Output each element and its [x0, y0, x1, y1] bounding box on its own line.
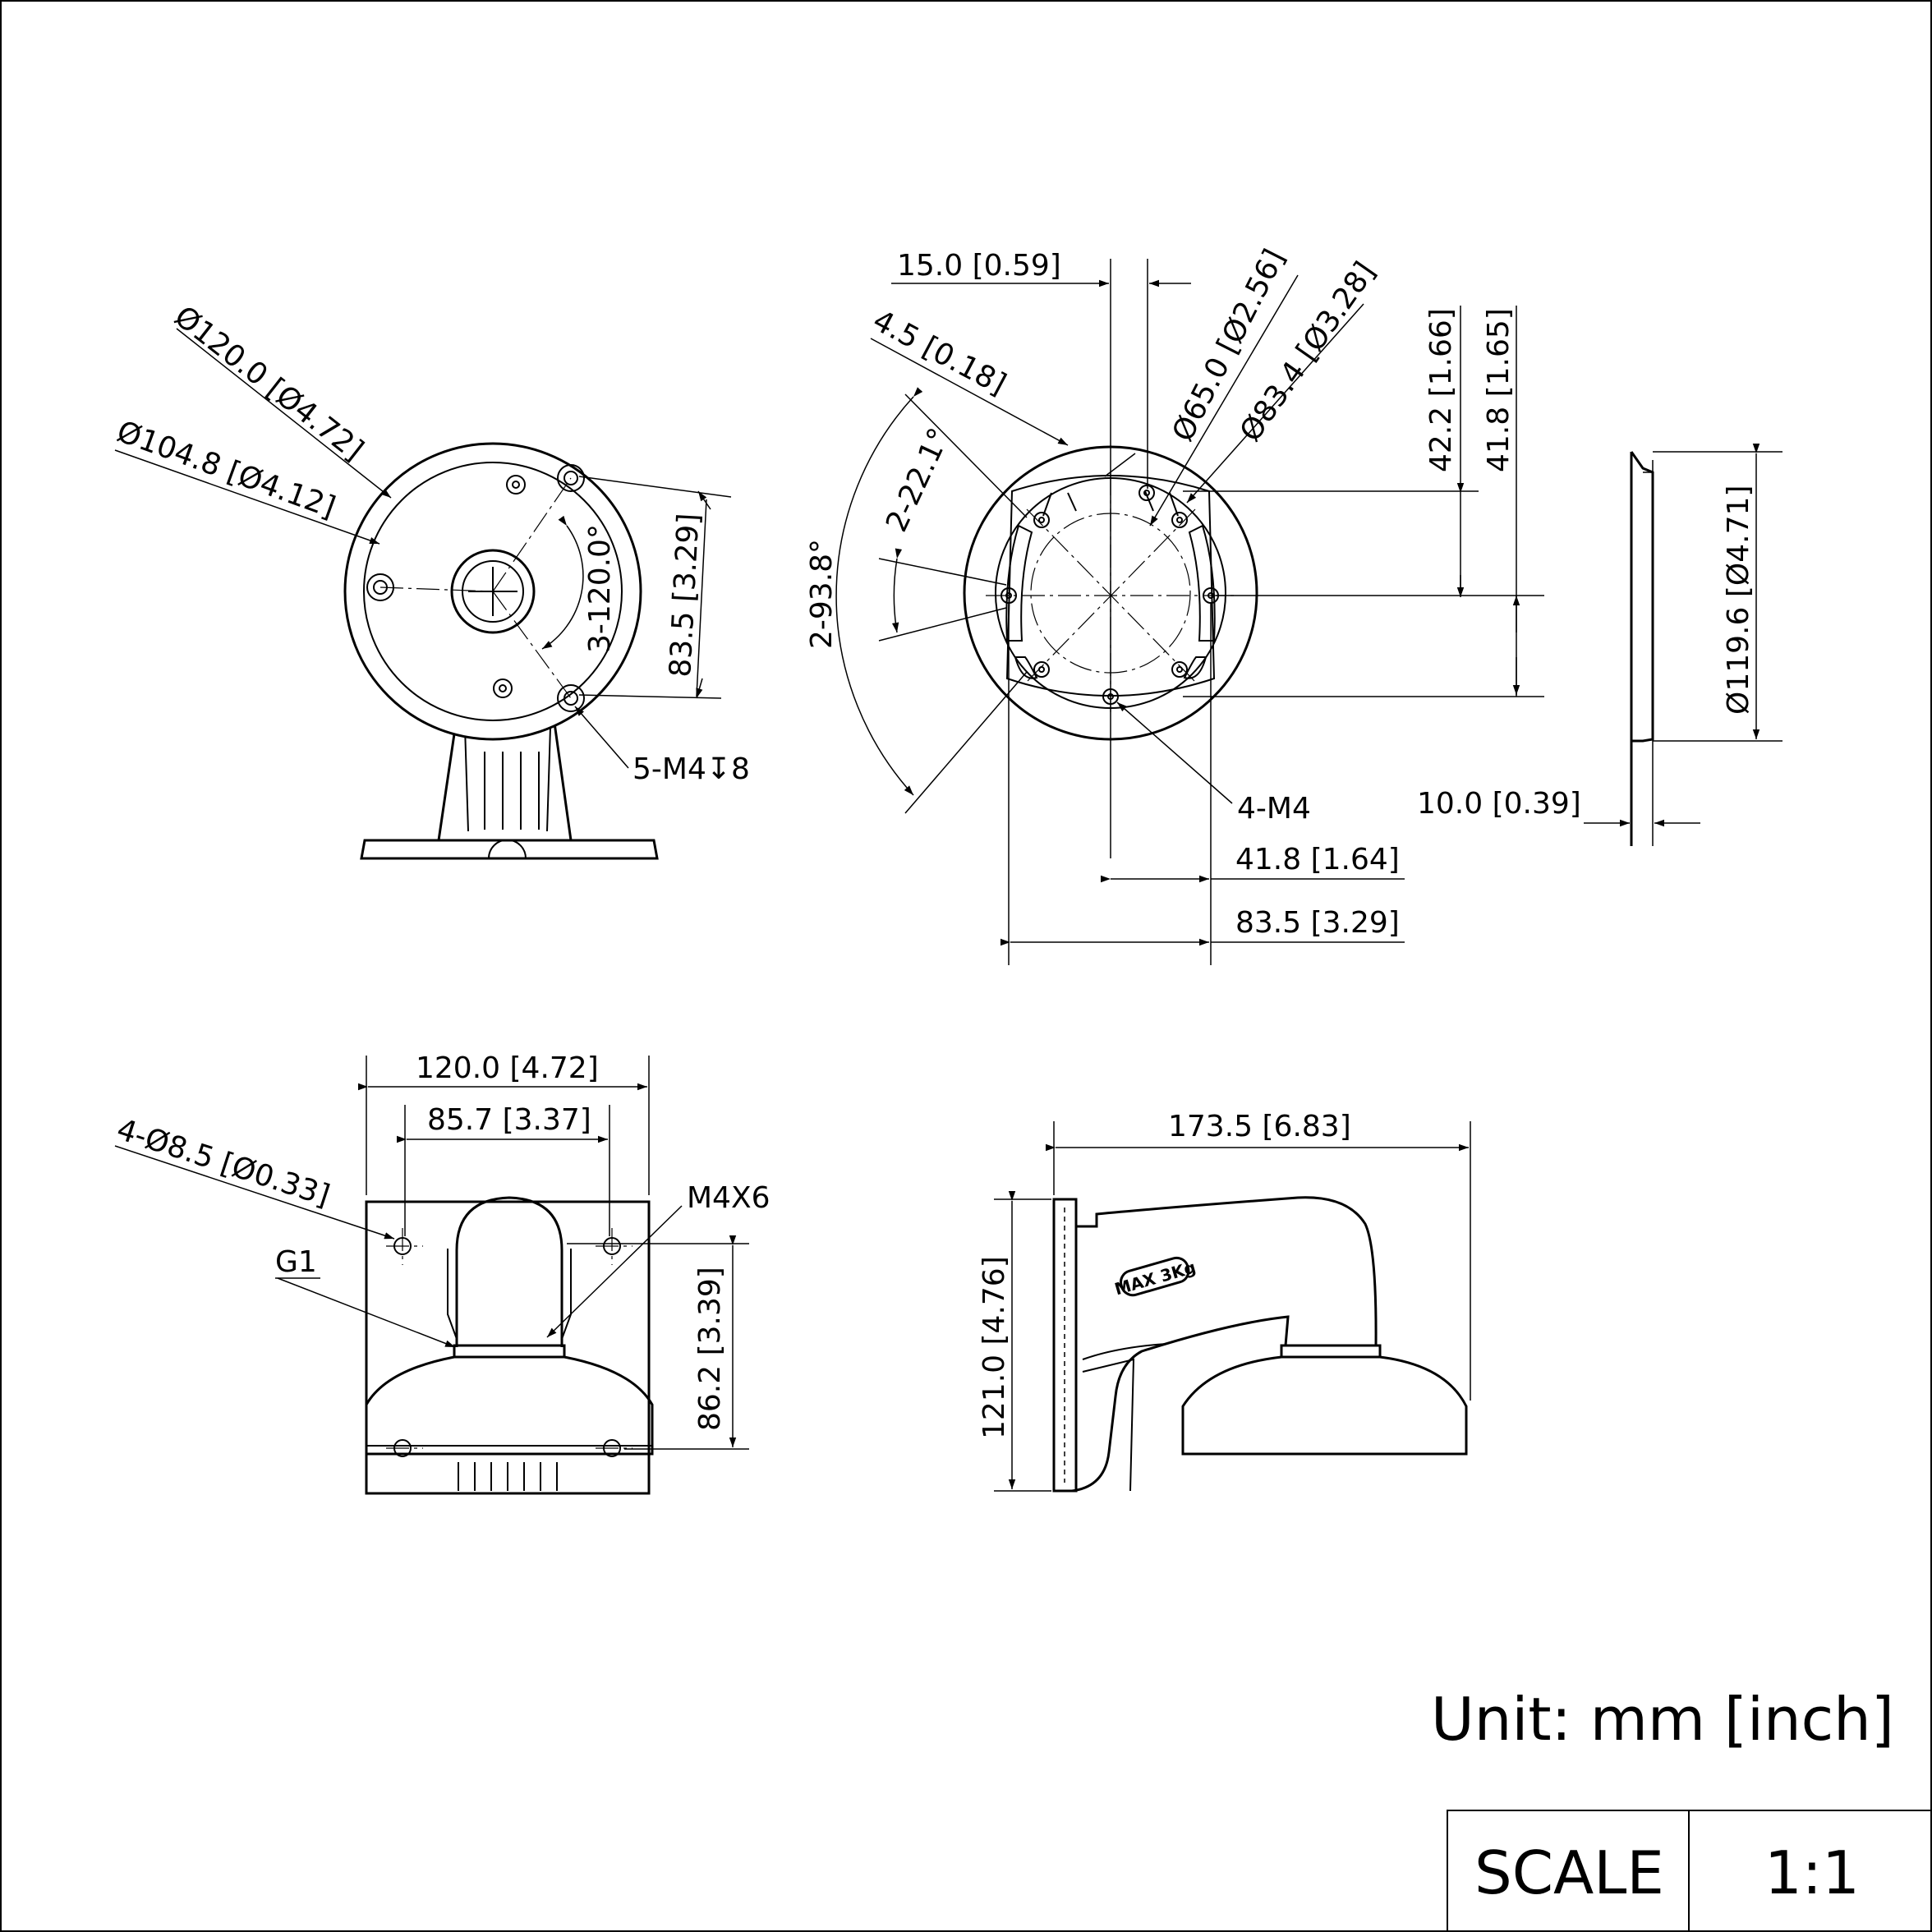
dim-diameter-119-6: Ø119.6 [Ø4.71]	[1722, 485, 1755, 715]
dim-span-angle: 2-93.8°	[805, 539, 839, 649]
view-front: 120.0 [4.72] 85.7 [3.37] 4-Ø8.5 [Ø0.33] …	[113, 1051, 770, 1495]
view-top-left: Ø120.0 [Ø4.72] Ø104.8 [Ø4.12] 3-120.0° 8…	[113, 300, 750, 860]
dim-length-173-5: 173.5 [6.83]	[1168, 1110, 1351, 1143]
scale-label: SCALE	[1474, 1838, 1664, 1907]
dim-vertical-42-2: 42.2 [1.66]	[1424, 308, 1458, 472]
dim-slot-angle: 2-22.1°	[880, 423, 957, 537]
view-side-right: Ø119.6 [Ø4.71] 10.0 [0.39]	[1417, 444, 1782, 846]
load-label-badge: MAX 3Kg	[1112, 1256, 1198, 1299]
thread-g1: G1	[275, 1245, 317, 1279]
dim-horizontal-41-8: 41.8 [1.64]	[1235, 843, 1400, 876]
unit-note: Unit: mm [inch]	[1431, 1685, 1894, 1754]
thread-m4x6: M4X6	[687, 1181, 770, 1215]
dim-slot-width: 4.5 [0.18]	[867, 304, 1011, 402]
scale-value: 1:1	[1764, 1838, 1860, 1907]
dim-height-121: 121.0 [4.76]	[978, 1256, 1011, 1439]
dim-angle-120: 3-120.0°	[583, 524, 617, 653]
view-top-right: 15.0 [0.59] 4.5 [0.18] 2-22.1° 2-93.8° Ø…	[805, 244, 1544, 965]
dim-height-86-2: 86.2 [3.39]	[693, 1267, 727, 1431]
dim-horizontal-83-5: 83.5 [3.29]	[1235, 906, 1400, 940]
dim-holes-4-8-5: 4-Ø8.5 [Ø0.33]	[113, 1113, 334, 1213]
dim-width-120: 120.0 [4.72]	[416, 1051, 599, 1085]
dim-vertical-41-8: 41.8 [1.65]	[1482, 308, 1516, 472]
dim-offset-15: 15.0 [0.59]	[897, 249, 1061, 283]
dim-thickness-10: 10.0 [0.39]	[1417, 787, 1581, 821]
dim-height-83-5: 83.5 [3.29]	[664, 513, 706, 678]
dim-screw-5-m4: 5-M4↧8	[632, 752, 750, 786]
dim-hole-spacing: 85.7 [3.37]	[427, 1103, 591, 1137]
view-side: MAX 3Kg 173.5 [6.83] 121.0 [4.76]	[978, 1110, 1471, 1493]
dim-screw-4-m4: 4-M4	[1237, 792, 1311, 826]
scale-block: SCALE 1:1	[1447, 1810, 1931, 1931]
